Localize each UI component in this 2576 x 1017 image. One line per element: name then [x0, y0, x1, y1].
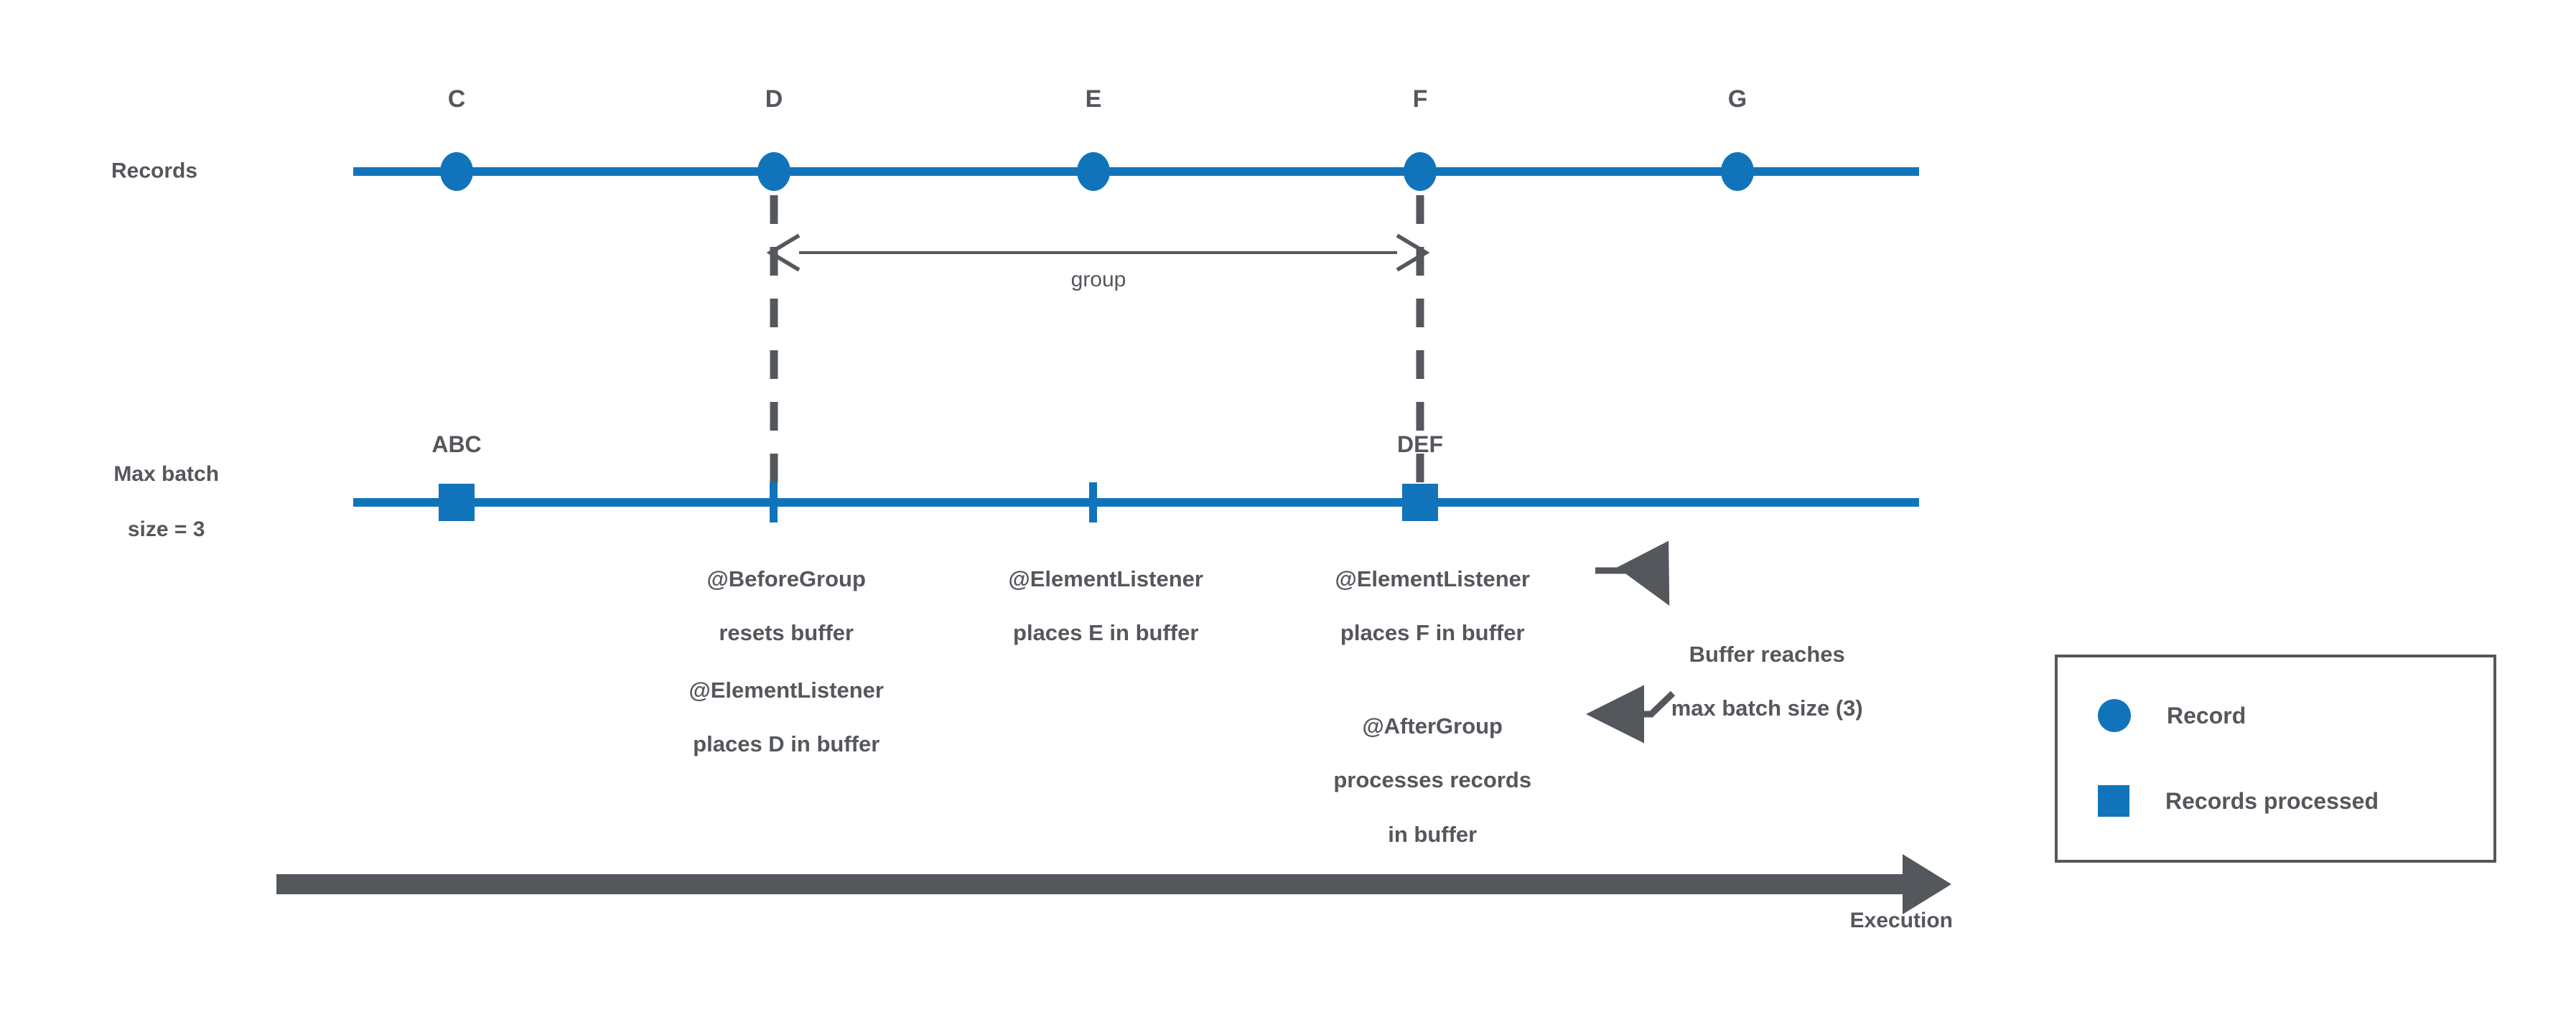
- legend-item-record: Record: [2098, 699, 2246, 732]
- record-dot-d: [757, 152, 790, 191]
- execution-arrow: [276, 854, 1951, 914]
- annotation-element-listener-d-line1: @ElementListener: [689, 677, 884, 703]
- row-label-max-batch: Max batch size = 3: [90, 433, 219, 571]
- arrow-to-after-group: [1586, 685, 1676, 744]
- batch-label-abc: ABC: [431, 431, 482, 457]
- annotation-buffer-reaches-max: Buffer reaches max batch size (3): [1646, 614, 1863, 749]
- batch-square-abc: [439, 484, 475, 521]
- record-label-f: F: [1412, 85, 1428, 113]
- annotation-before-group: @BeforeGroup resets buffer: [682, 538, 866, 674]
- records-timeline: [353, 152, 1919, 191]
- annotation-element-listener-d: @ElementListener places D in buffer: [664, 650, 884, 785]
- legend: Record Records processed: [2055, 655, 2496, 863]
- legend-item-records-processed: Records processed: [2098, 785, 2379, 817]
- batch-square-def: [1402, 484, 1438, 521]
- batch-label-def: DEF: [1397, 431, 1443, 457]
- execution-axis-label: Execution: [1849, 909, 1953, 932]
- batch-tick-d: [770, 482, 778, 522]
- group-boundary-dashes: [770, 195, 1424, 494]
- annotation-element-listener-e-line1: @ElementListener: [1008, 566, 1203, 591]
- record-dot-c: [440, 152, 473, 191]
- record-label-d: D: [765, 85, 783, 113]
- annotation-element-listener-f-line2: places F in buffer: [1340, 620, 1525, 646]
- row-label-max-batch-line2: size = 3: [127, 517, 205, 542]
- record-circle-icon: [2098, 699, 2131, 732]
- batch-timeline: [353, 482, 1919, 522]
- annotation-after-group-line1: @AfterGroup: [1362, 713, 1503, 739]
- row-label-records: Records: [111, 159, 198, 183]
- annotation-element-listener-f: @ElementListener places F in buffer: [1310, 538, 1530, 674]
- annotation-before-group-line2: resets buffer: [719, 620, 854, 646]
- annotation-buffer-reaches-max-line2: max batch size (3): [1671, 695, 1863, 721]
- annotation-buffer-reaches-max-line1: Buffer reaches: [1689, 641, 1845, 667]
- record-dot-g: [1721, 152, 1754, 191]
- annotation-before-group-line1: @BeforeGroup: [706, 566, 866, 591]
- records-processed-square-icon: [2098, 785, 2129, 817]
- arrow-to-buffer-reaches: [1595, 540, 1670, 606]
- legend-label-record: Record: [2167, 702, 2246, 728]
- legend-label-records-processed: Records processed: [2165, 787, 2379, 814]
- batch-tick-e: [1089, 482, 1097, 522]
- annotation-element-listener-e-line2: places E in buffer: [1013, 620, 1199, 646]
- annotation-after-group: @AfterGroup processes records in buffer: [1309, 685, 1531, 876]
- record-label-g: G: [1727, 85, 1747, 113]
- group-span-label: group: [1070, 268, 1126, 291]
- annotation-after-group-line2: processes records: [1333, 767, 1532, 793]
- annotation-after-group-line3: in buffer: [1388, 822, 1478, 848]
- record-label-e: E: [1085, 85, 1102, 113]
- record-dot-e: [1077, 152, 1110, 191]
- record-label-c: C: [447, 85, 466, 113]
- record-dot-f: [1404, 152, 1437, 191]
- annotation-element-listener-f-line1: @ElementListener: [1335, 566, 1530, 591]
- annotation-element-listener-e: @ElementListener places E in buffer: [984, 538, 1203, 674]
- row-label-max-batch-line1: Max batch: [113, 462, 220, 487]
- annotation-element-listener-d-line2: places D in buffer: [693, 731, 880, 757]
